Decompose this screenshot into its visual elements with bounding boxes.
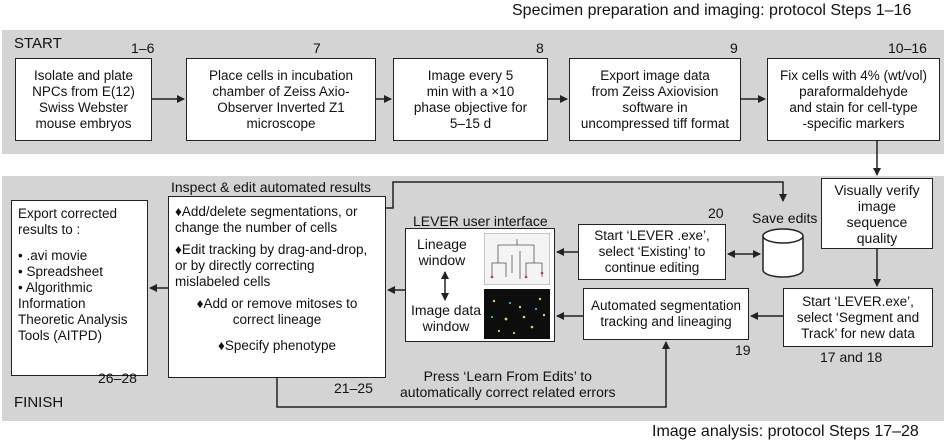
- step-number-2: 7: [313, 40, 321, 56]
- export-item: • .avi movie: [18, 248, 88, 263]
- learn-from-edits-text: Press ‘Learn From Edits’ to automaticall…: [400, 368, 616, 400]
- export-item: • Spreadsheet: [18, 264, 104, 279]
- export-image-box: Export image data from Zeiss Axiovision …: [569, 58, 741, 141]
- inspect-title: Inspect & edit automated results: [171, 179, 371, 195]
- lever-ui-title: LEVER user interface: [413, 213, 548, 229]
- image-every-box: Image every 5 min with a ×10 phase objec…: [393, 58, 548, 141]
- lineage-window-label: Lineage window: [417, 236, 467, 268]
- automated-segmentation-box: Automated segmentation tracking and line…: [583, 288, 749, 340]
- inspect-item: ♦Add or remove mitoses to correct lineag…: [196, 296, 358, 327]
- inspect-item: ♦Add/delete segmentations, or change the…: [175, 204, 358, 235]
- verify-box: Visually verify image sequence quality: [821, 178, 933, 249]
- step-number-4: 9: [730, 40, 738, 56]
- database-icon: [762, 228, 804, 278]
- export-item: • Algorithmic Information Theoretic Anal…: [18, 280, 128, 343]
- step-number-1: 1–6: [131, 40, 155, 56]
- image-data-window-label: Image data window: [411, 302, 482, 334]
- inspect-item: ♦Edit tracking by drag-and-drop, or by d…: [175, 242, 368, 289]
- image-data-window-thumbnail: [484, 289, 550, 339]
- incubation-box: Place cells in incubation chamber of Zei…: [186, 58, 376, 141]
- segment-track-box: Start ‘LEVER.exe’, select ‘Segment and T…: [783, 288, 933, 347]
- step-21-25: 21–25: [334, 380, 373, 396]
- export-box: Export corrected results to : • .avi mov…: [11, 200, 148, 376]
- step-number-3: 8: [536, 40, 544, 56]
- lineage-window-thumbnail: [484, 233, 550, 285]
- isolate-box: Isolate and plate NPCs from E(12) Swiss …: [15, 58, 152, 141]
- step-19: 19: [735, 342, 751, 358]
- export-title: Export corrected results to :: [18, 206, 118, 237]
- save-edits-label: Save edits: [752, 210, 818, 226]
- fix-cells-box: Fix cells with 4% (wt/vol) paraformaldeh…: [767, 58, 940, 141]
- step-26-28: 26–28: [98, 370, 137, 386]
- step-17-18: 17 and 18: [820, 349, 883, 365]
- bottom-header: Image analysis: protocol Steps 17–28: [652, 423, 919, 440]
- arrow-inspect-to-save: [386, 181, 787, 209]
- top-header: Specimen preparation and imaging: protoc…: [512, 2, 912, 19]
- step-number-5: 10–16: [888, 40, 927, 56]
- inspect-item: ♦Specify phenotype: [218, 338, 336, 353]
- inspect-box: ♦Add/delete segmentations, or change the…: [168, 196, 386, 378]
- step-20: 20: [708, 205, 724, 221]
- existing-editing-box: Start ‘LEVER .exe’, select ‘Existing’ to…: [578, 224, 726, 280]
- finish-label: FINISH: [14, 394, 64, 411]
- start-label: START: [14, 35, 62, 52]
- arrow-learn-from-edits: [276, 341, 670, 408]
